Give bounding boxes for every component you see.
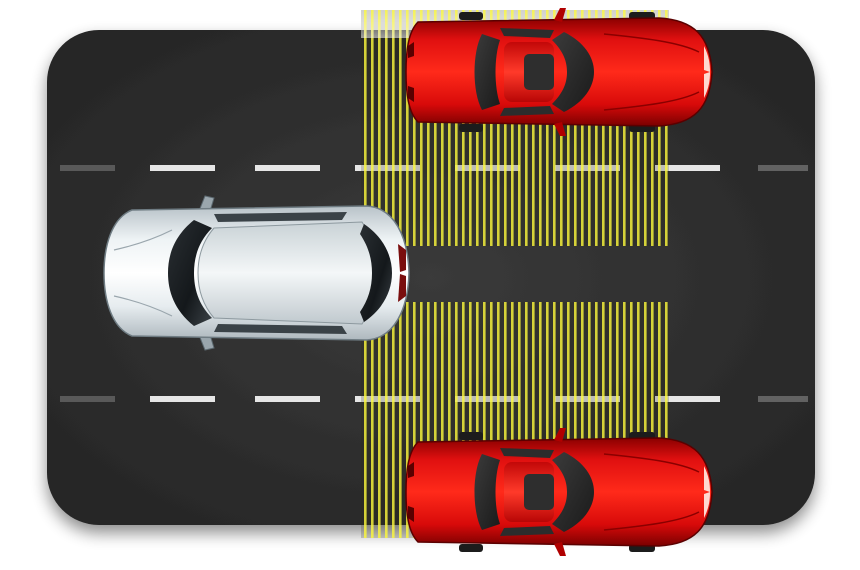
red-car-lower [405, 427, 713, 557]
silver-car-ego [103, 195, 410, 351]
red-car-upper [405, 7, 713, 137]
